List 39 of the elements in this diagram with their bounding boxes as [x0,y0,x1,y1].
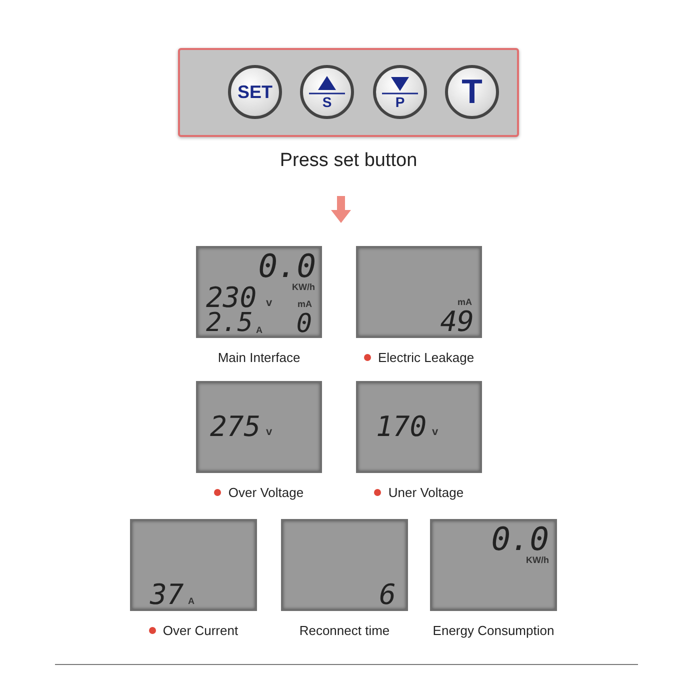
round-button: SET [228,65,282,119]
unit-label: A [188,597,194,606]
screen-caption: Over Voltage [228,485,304,500]
lcd-reading: 2.5 [206,310,253,336]
lcd-reading: 0.0 [258,250,316,282]
round-button: S [300,65,354,119]
unit-label: KW/h [292,283,315,292]
lcd-screen [281,519,408,611]
lcd-screen [356,381,482,473]
screen-caption: Main Interface [218,350,300,365]
lcd-reading: 0.0 [491,523,549,555]
round-button: P [373,65,427,119]
unit-label: v [432,427,438,438]
unit-label: mA [457,298,472,307]
unit-label: mA [297,300,312,309]
lcd-reading: 49 [440,308,474,336]
unit-label: A [256,326,262,335]
lcd-screen [196,246,322,338]
unit-label: KW/h [526,556,549,565]
lcd-reading: 37 [150,581,184,609]
lcd-screen [130,519,257,611]
panel-caption: Press set button [280,150,418,172]
unit-label: v [266,298,272,309]
screen-caption: Electric Leakage [378,350,474,365]
lcd-reading: 0 [296,311,312,337]
button-panel [178,48,519,137]
screen-caption: Energy Consumption [432,623,554,638]
lcd-reading: 275 [210,413,261,441]
round-button: T [445,65,499,119]
screen-caption: Reconnect time [299,623,390,638]
unit-label: v [266,427,272,438]
lcd-screen [430,519,557,611]
screen-caption: Over Current [162,623,238,638]
lcd-reading: 6 [379,581,396,609]
screen-caption: Uner Voltage [388,485,464,500]
lcd-screen [196,381,322,473]
lcd-screen [356,246,482,338]
lcd-reading: 230 [206,284,257,312]
lcd-reading: 170 [376,413,427,441]
